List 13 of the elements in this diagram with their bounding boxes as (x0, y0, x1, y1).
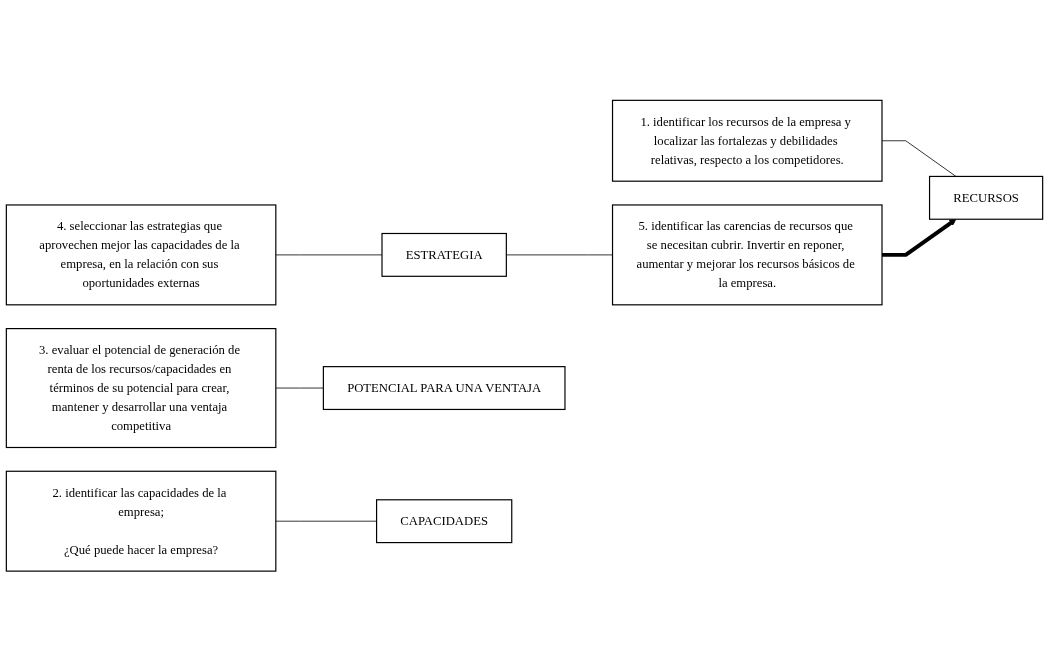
node-box: ESTRATEGIA (381, 232, 507, 277)
connector (275, 254, 383, 256)
node-box: 4. seleccionar las estrategias que aprovechen mejor las capacidades de la empresa, en la relación con sus oportunidades externas (5, 204, 277, 306)
node-box: RECURSOS (928, 175, 1044, 220)
node-box: CAPACIDADES (376, 498, 513, 543)
arrow (882, 218, 957, 257)
connector (275, 387, 324, 389)
node-box: 1. identificar los recursos de la empresa y localizar las fortalezas y debilidades relativas, respecto a los competidores. (611, 99, 883, 182)
node-box: 2. identificar las capacidades de la empresa; ¿Qué puede hacer la empresa? (5, 470, 277, 572)
node-box: POTENCIAL PARA UNA VENTAJA (322, 365, 566, 410)
node-box: 3. evaluar el potencial de generación de renta de los recursos/capacidades en términos de su potencial para crear, mantener y desarrollar una ventaja competitiva (5, 327, 277, 448)
node-box: 5. identificar las carencias de recursos que se necesitan cubrir. Invertir en reponer, aumentar y mejorar los recursos básicos de la empresa. (611, 204, 883, 306)
connector (275, 520, 377, 522)
